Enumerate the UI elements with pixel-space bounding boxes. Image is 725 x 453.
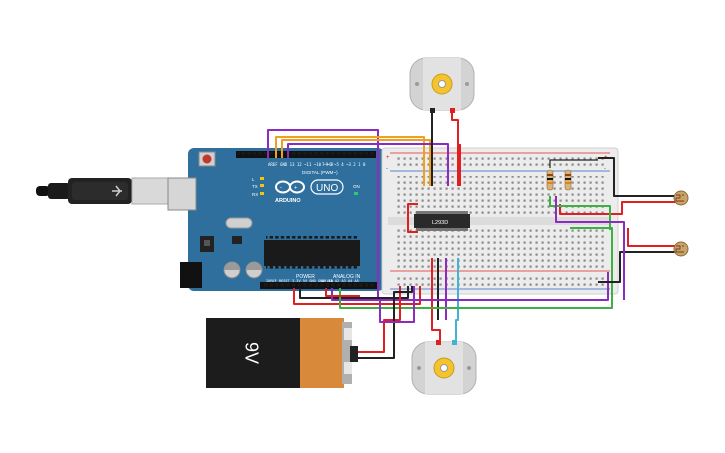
photoresistor-icon-2: [673, 241, 689, 257]
svg-text:AREF GND 13 12 ~11 ~10 ~9 8: AREF GND 13 12 ~11 ~10 ~9 8: [268, 162, 334, 167]
digital-header-label: DIGITAL (PWM~): [302, 170, 338, 175]
battery-9v: 9V: [206, 318, 358, 388]
l293d-label: L293D: [432, 220, 448, 226]
wire-battery-red: [356, 286, 401, 353]
wire-motor-bottom-red: [431, 258, 441, 342]
svg-text:+: +: [294, 186, 298, 192]
power-label: POWER: [296, 274, 315, 280]
svg-text:7 ~6 ~5 4 ~3 2 1 0: 7 ~6 ~5 4 ~3 2 1 0: [322, 162, 366, 167]
svg-text:-: -: [604, 166, 606, 172]
usb-jack: [167, 177, 197, 211]
resistor-2: [564, 169, 572, 191]
capacitor-right: [245, 261, 263, 279]
arduino-uno-board: AREF GND 13 12 ~11 ~10 ~9 8 7 ~6 ~5 4 ~3…: [167, 148, 384, 291]
capacitor-left: [223, 261, 241, 279]
wire-ldr1-red: [559, 201, 676, 215]
rail-plus-top: +: [386, 155, 390, 161]
wire-orange-top-2: [281, 139, 431, 186]
wire-purple-top: [267, 129, 379, 300]
wire-battery-black: [356, 286, 413, 359]
dc-motor-top: [409, 57, 475, 113]
rx-label: RX: [252, 192, 258, 197]
reset-button: [198, 151, 216, 167]
svg-text:-: -: [280, 185, 282, 191]
resistor-1: [546, 169, 554, 191]
wire-orange-top-1: [275, 136, 425, 186]
wire-red-chip: [407, 203, 418, 233]
battery-label: 9V: [241, 342, 261, 364]
wire-ldr2-red: [627, 228, 676, 247]
wire-purple-top-2: [287, 143, 449, 186]
crystal-oscillator: [225, 217, 253, 229]
wires: [267, 110, 676, 359]
wire-ldr1-black: [598, 157, 676, 197]
wire-motor-bottom-cyan: [455, 258, 459, 342]
power-jack: [180, 262, 202, 288]
photoresistor-icon-1: [673, 190, 689, 206]
arduino-logo-text: ARDUINO: [275, 198, 301, 204]
wire-motor-top-red: [451, 110, 459, 186]
uno-badge: [310, 179, 344, 195]
atmega-chip: [264, 240, 360, 266]
wire-ldr1-green: [549, 196, 611, 230]
dc-motor-bottom: [411, 340, 477, 395]
wire-green-analog: [339, 227, 613, 309]
l-label: L: [252, 177, 255, 182]
wire-purple-analog: [331, 272, 609, 301]
wire-red-rail: [325, 288, 360, 297]
wire-ldr2-purple: [555, 196, 625, 300]
wire-red-analog: [293, 286, 421, 305]
uno-model-label: UNO: [316, 183, 338, 194]
rail-minus-top: -: [386, 166, 388, 172]
arduino-infinity-logo: - +: [275, 180, 305, 194]
tx-label: TX: [252, 184, 258, 189]
wire-ldr2-black: [598, 251, 676, 283]
l293d-chip: [414, 214, 470, 228]
wire-purple-long: [379, 286, 415, 323]
battery-orange-cap: [300, 318, 344, 388]
svg-text:IOREF RESET 3.3V 5V GND GND VI: IOREF RESET 3.3V 5V GND GND VIN: [266, 279, 333, 283]
analog-in-label: ANALOG IN: [333, 274, 361, 280]
svg-text:A0 A1 A2 A3 A4 A5: A0 A1 A2 A3 A4 A5: [322, 279, 359, 283]
on-label: ON: [353, 184, 360, 189]
battery-black-body: [206, 318, 302, 388]
wire-resistor-black: [549, 159, 598, 168]
